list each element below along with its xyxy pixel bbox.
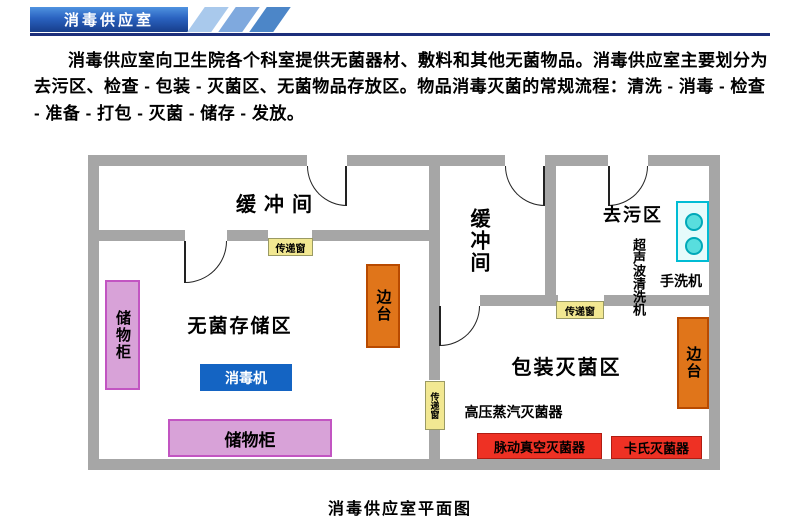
pulse-vacuum-sterilizer: 脉动真空灭菌器 [477, 433, 602, 459]
wall-inner-left [312, 230, 429, 241]
banner-stripes [187, 7, 291, 32]
cabinet-bottom: 储物柜 [168, 419, 332, 457]
wall-top [545, 155, 608, 166]
wall-top [88, 155, 307, 166]
pass-window-2: 传递窗 [425, 381, 445, 430]
wall-middle [429, 166, 440, 380]
wall-inner-left [99, 230, 185, 241]
hand-washer-unit [676, 201, 709, 262]
door-arc [505, 166, 545, 206]
side-table-right-label: 边台 [684, 346, 702, 380]
cabinet-left-label: 储物柜 [114, 309, 131, 361]
room-label-decontamination: 去污区 [603, 205, 663, 225]
pass-window-2-label: 传递窗 [429, 392, 440, 419]
door-leaf [543, 166, 545, 206]
room-label-sterile-storage: 无菌存储区 [187, 316, 293, 337]
pass-window-1-label: 传递窗 [275, 243, 306, 255]
hand-washer-label: 手洗机 [660, 273, 702, 289]
header-divider [30, 33, 770, 36]
pulse-vacuum-sterilizer-label: 脉动真空灭菌器 [493, 439, 585, 455]
door-arc [185, 241, 227, 283]
room-label-buffer-left: 缓冲间 [236, 194, 320, 216]
side-table-right: 边台 [677, 317, 709, 409]
pass-window-3-label: 传递窗 [565, 306, 595, 318]
pass-window-3: 传递窗 [556, 301, 604, 319]
cassette-sterilizer: 卡氏灭菌器 [611, 436, 702, 459]
door-arc [608, 166, 648, 206]
room-label-packing: 包装灭菌区 [511, 357, 622, 379]
door-leaf [184, 241, 186, 283]
door-leaf [439, 306, 441, 346]
door-leaf [345, 166, 347, 206]
cabinet-bottom-label: 储物柜 [224, 430, 276, 450]
wall-middle [429, 430, 440, 459]
floor-plan: 缓冲间 缓冲间 无菌存储区 去污区 包装灭菌区 储物柜 消毒机 储物柜 边台 传… [88, 155, 720, 470]
disinfector-label: 消毒机 [225, 369, 267, 386]
pass-window-1: 传递窗 [268, 238, 313, 256]
intro-paragraph: 消毒供应室向卫生院各个科室提供无菌器材、敷料和其他无菌物品。消毒供应室主要划分为… [34, 51, 768, 123]
cassette-sterilizer-label: 卡氏灭菌器 [623, 441, 689, 456]
wall-buffer-right [545, 166, 556, 306]
ultrasonic-cleaner-label: 超声波清洗机 [631, 238, 646, 316]
plan-caption: 消毒供应室平面图 [327, 501, 472, 518]
disinfector-machine: 消毒机 [200, 364, 292, 391]
wall-left [88, 155, 99, 470]
wall-inner-left [227, 230, 268, 241]
wall-bottom [88, 459, 720, 470]
door-leaf [608, 166, 610, 206]
side-table-left: 边台 [366, 264, 400, 348]
page-title: 消毒供应室 [63, 12, 154, 29]
wall-top [347, 155, 505, 166]
washbasin-icon [685, 237, 703, 255]
side-table-left-label: 边台 [374, 289, 392, 323]
wall-inner-right [480, 295, 558, 306]
cabinet-left: 储物柜 [105, 280, 140, 390]
wall-inner-right [604, 295, 709, 306]
title-banner: 消毒供应室 [30, 7, 188, 32]
washbasin-icon [685, 213, 703, 231]
room-label-buffer-mid: 缓冲间 [467, 207, 489, 274]
autoclave-label: 高压蒸汽灭菌器 [464, 404, 563, 420]
wall-right [709, 155, 720, 470]
door-arc [440, 306, 480, 346]
wall-top [648, 155, 720, 166]
